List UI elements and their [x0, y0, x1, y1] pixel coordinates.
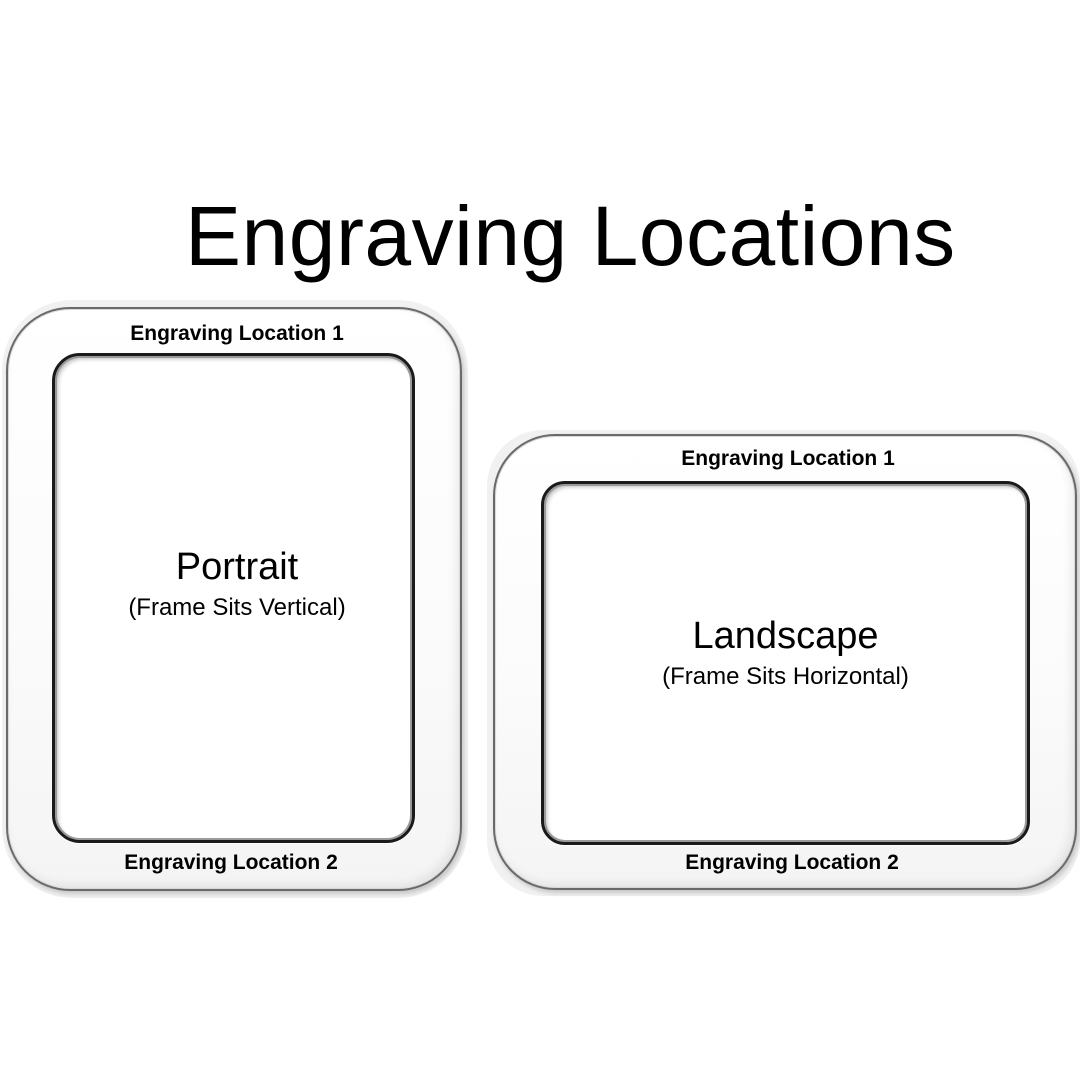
- portrait-engraving-location-2: Engraving Location 2: [124, 851, 338, 874]
- landscape-orientation-description: (Frame Sits Horizontal): [662, 663, 909, 690]
- landscape-orientation-title: Landscape: [692, 615, 879, 657]
- portrait-orientation-description: (Frame Sits Vertical): [128, 594, 346, 621]
- portrait-orientation-title: Portrait: [175, 546, 299, 588]
- landscape-engraving-location-2: Engraving Location 2: [685, 851, 899, 874]
- landscape-photo-window: [541, 481, 1030, 845]
- portrait-photo-window: [52, 353, 415, 843]
- page-title: Engraving Locations: [185, 189, 956, 283]
- landscape-engraving-location-1: Engraving Location 1: [681, 447, 895, 470]
- portrait-engraving-location-1: Engraving Location 1: [130, 322, 344, 345]
